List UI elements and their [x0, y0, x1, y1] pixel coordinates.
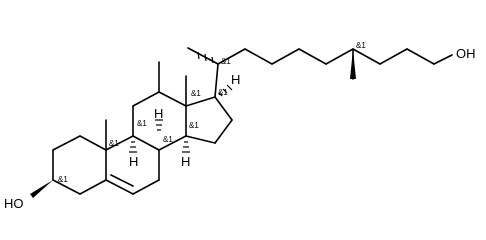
- atom-labels: HO OH H H H H: [4, 46, 476, 211]
- stereo-marker: &1: [356, 41, 366, 50]
- stereo-bonds: [30, 49, 356, 198]
- bond: [217, 48, 246, 65]
- bond: [52, 135, 81, 151]
- stereo-markers: &1 &1 &1 &1 &1 &1 &1 &1 &1: [58, 41, 366, 184]
- stereo-marker: &1: [163, 135, 173, 144]
- hash-bond-h-c17: [218, 84, 233, 97]
- ring-a: [52, 135, 107, 195]
- ring-c: [132, 61, 187, 151]
- stereo-marker: &1: [58, 175, 68, 184]
- stereo-marker: &1: [218, 88, 228, 97]
- bond: [214, 63, 219, 98]
- bond: [379, 48, 408, 65]
- bond: [52, 179, 81, 195]
- bond: [158, 91, 187, 107]
- bond: [132, 135, 160, 151]
- bond: [325, 48, 354, 65]
- ring-b: [105, 135, 160, 195]
- bond: [105, 135, 134, 151]
- hydrogen-label: H: [181, 154, 190, 169]
- bond: [187, 47, 219, 65]
- bond: [298, 48, 327, 65]
- bond: [105, 179, 134, 195]
- ring-d: [185, 96, 233, 144]
- bond: [132, 179, 160, 195]
- wedge-bond: [350, 49, 356, 79]
- bond: [185, 135, 216, 144]
- bond: [271, 48, 300, 65]
- bond: [79, 179, 107, 195]
- hydroxyl-label: OH: [456, 46, 476, 61]
- angular-methyls: [105, 75, 187, 151]
- bond: [158, 135, 187, 151]
- double-bond-inner: [110, 174, 134, 187]
- hash-bond-h-c8: [155, 119, 163, 131]
- bond: [433, 54, 453, 65]
- bond: [79, 135, 107, 151]
- stereo-marker: &1: [137, 119, 147, 128]
- hydrogen-label: H: [154, 106, 163, 121]
- wedge-bond: [30, 180, 53, 198]
- bond: [244, 48, 273, 65]
- bond: [352, 48, 381, 65]
- bond: [185, 96, 216, 107]
- stereo-marker: &1: [191, 89, 201, 98]
- stereo-marker: &1: [109, 139, 119, 148]
- stereo-marker: &1: [221, 57, 231, 66]
- hydrogen-label: H: [129, 154, 138, 169]
- hydrogen-label: H: [231, 72, 240, 87]
- bond: [214, 119, 233, 144]
- bond: [132, 91, 160, 107]
- molecule-structure-diagram: HO OH H H H H &1 &1 &1 &1 &1 &1 &1 &1 &1: [4, 41, 476, 211]
- hash-bond-h-c14: [182, 141, 190, 153]
- hash-bond-sidechain-methyl: [197, 51, 214, 64]
- bond: [406, 48, 435, 65]
- bond: [214, 96, 233, 121]
- hash-bond-h-c9: [129, 141, 137, 153]
- stereo-marker: &1: [189, 121, 199, 130]
- hydroxyl-label: HO: [4, 196, 24, 211]
